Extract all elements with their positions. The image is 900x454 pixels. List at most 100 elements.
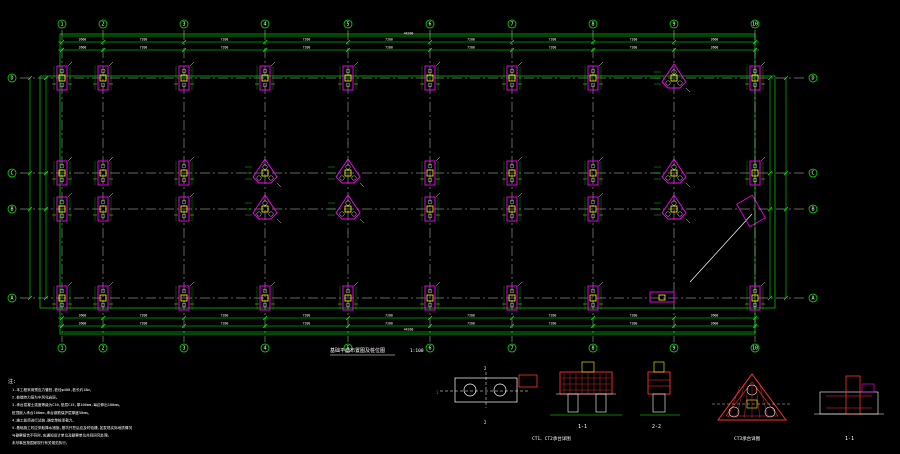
notes-line: 2.桩端持力层为中风化岩层。: [12, 395, 59, 400]
grid-bubble: [57, 343, 67, 353]
pilecap-rect: [52, 281, 73, 311]
dimension-text: 7200: [303, 46, 311, 50]
dimension-text: 7200: [385, 314, 393, 318]
pilecap-strip: [649, 291, 675, 303]
detail-section-column: 1-1: [814, 375, 884, 442]
dimension-tick: [752, 323, 758, 329]
dimension-tick: [59, 39, 65, 45]
dimension-tick: [509, 323, 515, 329]
dimension-text: 7200: [140, 314, 148, 318]
grid-bubble: [179, 343, 189, 353]
pilecap-triangle: [654, 158, 691, 188]
grid-bubble: [808, 73, 818, 83]
grid-label-x: 10: [752, 22, 758, 28]
grid-label-x: 2: [101, 346, 104, 352]
grid-bubble: [7, 293, 17, 303]
grid-bubble: [808, 293, 818, 303]
plan-title: 基础平面布置图及桩位图: [330, 347, 385, 354]
grid-label-y: C: [811, 171, 814, 177]
grid-bubble: [669, 343, 679, 353]
dimension-tick: [27, 295, 33, 301]
pilecap-rect: [583, 192, 604, 222]
dimension-text: 7200: [467, 46, 475, 50]
dimension-text: 7200: [140, 46, 148, 50]
pilecap-rect: [583, 61, 604, 91]
grid-label-x: 6: [428, 22, 431, 28]
grid-bubble: [98, 19, 108, 29]
side-dimension-frame: [39, 75, 776, 309]
grid-bubble: [669, 19, 679, 29]
grid-bubble: [7, 73, 17, 83]
dimension-tick: [767, 170, 773, 176]
dimension-tick: [590, 39, 596, 45]
grid-bubble: [425, 19, 435, 29]
detail-triangular-cap: CT3承台详图: [712, 373, 792, 442]
grid-label-x: 8: [591, 346, 594, 352]
dimension-tick: [509, 39, 515, 45]
grid-label-x: 8: [591, 22, 594, 28]
pilecap-triangle: [328, 194, 365, 224]
leader-line: [689, 213, 753, 283]
dimension-tick: [783, 295, 789, 301]
plan-scale: 1:100: [410, 348, 424, 354]
pilecap-rect: [174, 156, 195, 186]
pilecap-triangle: [245, 194, 282, 224]
svg-text:1: 1: [436, 390, 439, 395]
pilecap-rect: [502, 156, 523, 186]
dimension-tick: [262, 323, 268, 329]
pilecap-rect: [52, 156, 73, 186]
dimension-layer: 3600 7200 7200 7200 7200 7200 7200 7200 3600 3600…: [27, 32, 789, 333]
notes-line: 5.基础施工时应采取降水措施,基坑开挖后应及时验槽,如发现实际地质情况: [12, 425, 132, 430]
section-label-2: 2-2: [652, 424, 661, 430]
pilecap-rect: [52, 61, 73, 91]
dimension-tick: [27, 170, 33, 176]
dimension-text: 7200: [385, 46, 393, 50]
overall-dimension-text: 44200: [404, 328, 414, 332]
pilecap-triangle: [654, 194, 691, 224]
grid-bubble: [343, 343, 353, 353]
detail-title-ct3: CT3承台详图: [734, 435, 761, 442]
dimension-text: 7200: [467, 314, 475, 318]
pilecap-rect: [745, 281, 766, 311]
dimension-tick: [427, 47, 433, 53]
dimension-tick: [345, 39, 351, 45]
dimension-text: 3600: [79, 46, 87, 50]
dimension-text: 7200: [549, 314, 557, 318]
grid-label-x: 4: [263, 22, 266, 28]
dimension-tick: [767, 206, 773, 212]
rebar-line: [735, 385, 745, 419]
dimension-tick: [181, 323, 187, 329]
grid-label-y: B: [811, 207, 814, 213]
dimension-tick: [345, 323, 351, 329]
pilecap-rect: [583, 281, 604, 311]
pilecap-rect: [93, 61, 114, 91]
dimension-text: 3600: [79, 314, 87, 318]
grid-bubble: [750, 19, 760, 29]
dimension-tick: [345, 315, 351, 321]
pilecap-rect: [502, 61, 523, 91]
dimension-tick: [427, 39, 433, 45]
dimension-text: 7200: [630, 314, 638, 318]
grid-label-x: 9: [672, 346, 675, 352]
grid-bubble: [808, 204, 818, 214]
dimension-text: 3600: [711, 322, 719, 326]
pilecap-layer: [52, 61, 766, 311]
pilecap-rect: [93, 281, 114, 311]
dimension-tick: [590, 315, 596, 321]
detail-title-ct12: CT1、CT2承台详图: [532, 435, 571, 442]
dimension-tick: [100, 323, 106, 329]
grid-label-y: A: [10, 296, 13, 302]
dimension-text: 3600: [79, 322, 87, 326]
pilecap-rect: [583, 156, 604, 186]
dimension-tick: [262, 47, 268, 53]
grid-bubble: [425, 343, 435, 353]
grid-bubble: [588, 343, 598, 353]
grid-bubble: [98, 343, 108, 353]
pilecap-rect: [338, 61, 359, 91]
dimension-tick: [671, 39, 677, 45]
detail-section-1-1: 1-1: [550, 361, 622, 430]
dimension-text: 7200: [467, 38, 475, 42]
